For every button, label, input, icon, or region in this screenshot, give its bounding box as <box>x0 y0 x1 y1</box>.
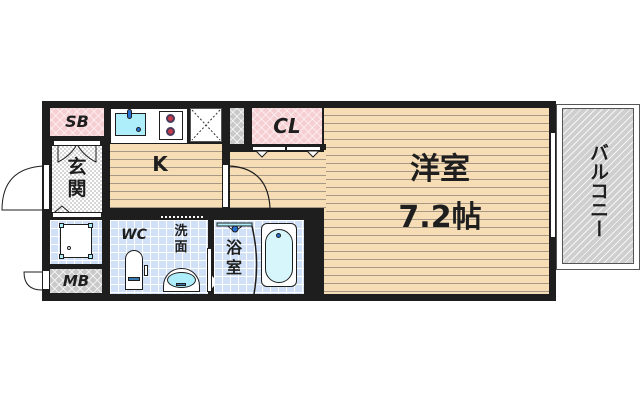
balcony-label: バルコニー <box>587 142 609 238</box>
wall-pipe <box>244 108 252 144</box>
step-arrow-icon <box>54 205 70 213</box>
storage-corner-icon <box>88 223 93 228</box>
wall-sb-entrance <box>50 136 104 140</box>
wall-bath-room <box>304 208 324 294</box>
basin-bowl-icon <box>167 272 196 288</box>
entrance-floor <box>52 146 102 212</box>
toilet-tank-icon <box>125 250 143 290</box>
western-room-name: 洋室 <box>410 152 470 187</box>
entrance-label: 玄関 <box>67 156 87 200</box>
fridge-x-icon <box>191 109 221 141</box>
closet-arrow-icon <box>254 150 270 158</box>
room-door-jamb <box>222 164 229 208</box>
wall-entrance-storage <box>50 264 104 269</box>
western-room-floor <box>324 108 549 294</box>
front-door-jamb <box>43 164 50 210</box>
bathroom-label: 浴室 <box>225 238 242 277</box>
front-door-swing <box>1 165 45 211</box>
burner-icon <box>166 127 175 136</box>
toilet-label: WC <box>121 227 147 243</box>
closet <box>252 108 322 144</box>
kitchen-floor <box>110 144 223 208</box>
burner-icon <box>166 114 175 123</box>
closet-label: CL <box>273 114 301 138</box>
hall-floor <box>230 152 326 214</box>
washroom-label: 洗面 <box>174 224 188 255</box>
door-rail <box>158 215 206 219</box>
balcony-floor <box>562 108 634 264</box>
meter-box-label: MB <box>62 272 90 290</box>
closet-door <box>286 146 321 151</box>
storage-corner-icon <box>88 254 93 259</box>
kitchen-label: K <box>152 152 168 176</box>
basin-tap-icon <box>176 283 186 286</box>
storage-drain-icon <box>67 246 71 250</box>
meter-box <box>50 269 102 293</box>
entrance-step <box>52 212 102 218</box>
storage-box-icon <box>60 224 92 258</box>
wall-kitchen-bath <box>104 108 110 294</box>
wall-kitchen-hall <box>222 108 230 164</box>
shoe-box-label: SB <box>65 112 89 131</box>
room-door-swing <box>228 165 271 209</box>
shoe-box-door <box>53 140 101 146</box>
balcony-window <box>550 132 556 238</box>
western-room-size: 7.2帖 <box>398 200 482 235</box>
shoe-box <box>50 108 104 136</box>
meter-box-door-jamb <box>42 270 50 290</box>
toilet-seat-icon <box>128 277 140 281</box>
faucet-icon <box>127 109 132 119</box>
bathtub-drain-icon <box>276 233 281 238</box>
storage-corner-icon <box>59 223 64 228</box>
wall-wc-bath <box>208 214 214 248</box>
shoe-box-door-swing <box>57 145 97 163</box>
bathtub-basin-icon <box>265 229 293 283</box>
meter-box-door-swing <box>23 271 43 291</box>
drain-icon <box>136 127 141 132</box>
wall-kitchen-bath-horizontal <box>110 208 324 214</box>
closet-arrow-icon <box>305 150 321 158</box>
bathroom-door <box>207 248 212 292</box>
toilet-paper-icon <box>144 265 148 276</box>
shower-icon <box>216 222 258 295</box>
pipe-space <box>230 108 244 144</box>
storage-corner-icon <box>59 254 64 259</box>
